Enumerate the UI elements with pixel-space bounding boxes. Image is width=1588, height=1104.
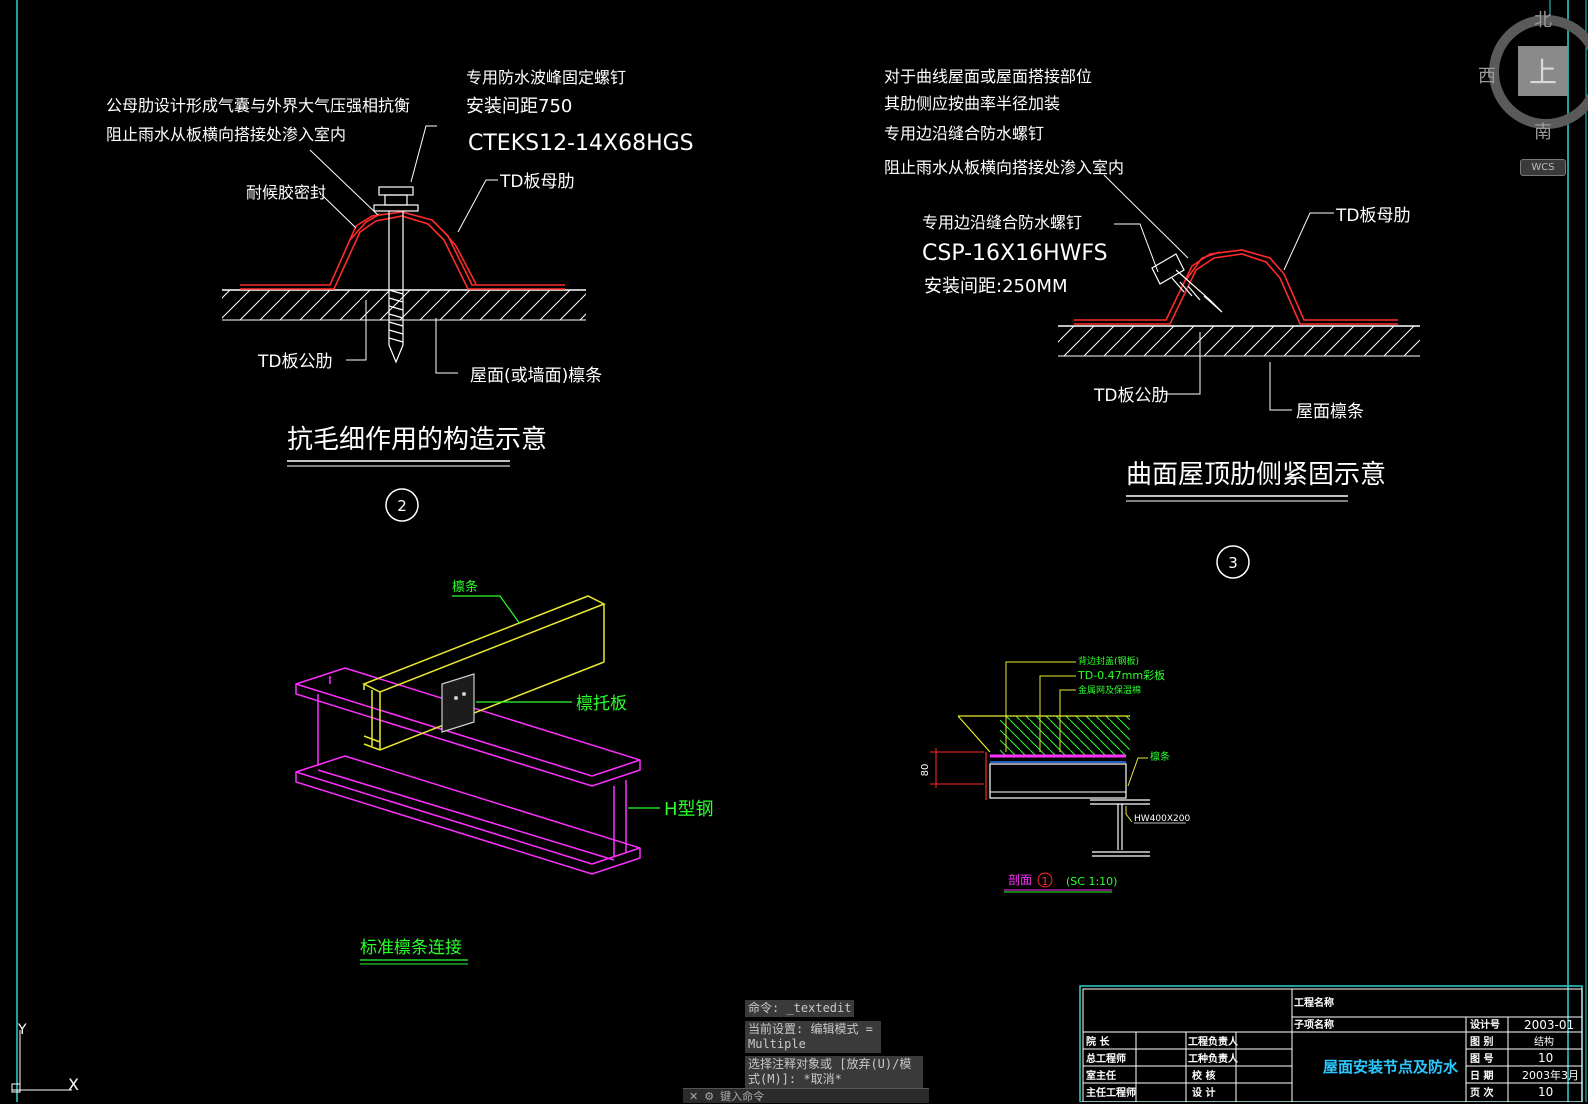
viewcube-top-face[interactable]: 上	[1518, 46, 1568, 96]
tb-sub-name-label: 子项名称	[1294, 1018, 1334, 1031]
screw-label-line2: 安装间距750	[466, 96, 572, 117]
command-history-line-3: 选择注释对象或 [放弃(U)/模式(M)]: *取消*	[745, 1056, 923, 1088]
wrench-icon[interactable]: ⚙	[704, 1089, 715, 1103]
td-panel-profile-3	[1074, 249, 1398, 325]
screw3-code: CSP-16X16HWFS	[922, 241, 1108, 266]
iso-purlin-label: 檩条	[452, 579, 478, 595]
iso-bracket-label: 檩托板	[576, 694, 627, 714]
screw3-name: 专用边沿缝合防水螺钉	[922, 213, 1082, 232]
detail-number-circle-3	[1216, 545, 1250, 579]
tb-project-name-label: 工程名称	[1294, 996, 1334, 1009]
td-female-label-3: TD板母肋	[1335, 206, 1410, 226]
screw-code: CTEKS12-14X68HGS	[468, 131, 694, 156]
screw-label-line1: 专用防水波峰固定螺钉	[466, 68, 626, 87]
tb-field-label-0: 设计号	[1470, 1018, 1500, 1031]
tb-field-label-2: 图 号	[1470, 1053, 1493, 1065]
sealant-label: 耐候胶密封	[246, 183, 326, 202]
ucs-y-label: Y	[17, 1022, 27, 1038]
section-hbeam	[1090, 799, 1150, 857]
insulation-hatch	[1000, 716, 1130, 756]
purlin-bracket	[441, 673, 475, 733]
tb-field-label-3: 日 期	[1470, 1069, 1493, 1082]
detail-2-capillary[interactable]: 公母肋设计形成气囊与外界大气压强相抗衡 阻止雨水从板横向搭接处渗入室内 专用防水…	[106, 68, 694, 522]
tb-role2-3: 设 计	[1192, 1086, 1215, 1099]
detail-number-circle	[385, 488, 419, 522]
section-label-2: TD-0.47mm彩板	[1077, 668, 1165, 682]
screw-csp	[1151, 253, 1223, 313]
note-air-pocket-line1: 公母肋设计形成气囊与外界大气压强相抗衡	[106, 96, 410, 115]
detail-3-curved-roof[interactable]: 对于曲线屋面或屋面搭接部位 其肋侧应按曲率半径加装 专用边沿缝合防水螺钉 阻止雨…	[884, 67, 1420, 579]
section-title-number: 1	[1042, 875, 1049, 888]
c-purlin	[362, 595, 606, 751]
detail-2-leaders	[309, 125, 498, 374]
viewcube-south[interactable]: 南	[1534, 122, 1552, 143]
tb-role-3: 主任工程师	[1086, 1086, 1136, 1099]
tb-field-value-1: 结构	[1534, 1035, 1554, 1048]
note3-line1: 对于曲线屋面或屋面搭接部位	[884, 67, 1092, 86]
iso-title: 标准檩条连接	[360, 938, 462, 958]
iso-hbeam-label: H型钢	[664, 799, 714, 820]
td-panel-profile	[240, 211, 565, 290]
viewcube-ring[interactable]	[1489, 15, 1588, 129]
note3-line3: 专用边沿缝合防水螺钉	[884, 124, 1044, 143]
purlin-hatch-3	[1058, 326, 1420, 356]
close-icon[interactable]: ✕	[689, 1089, 699, 1103]
screw3-spacing: 安装间距:250MM	[924, 276, 1067, 297]
iso-leaders	[452, 595, 660, 809]
detail-3-title: 曲面屋顶肋侧紧固示意	[1126, 460, 1386, 490]
detail-3-number: 3	[1228, 554, 1238, 572]
tb-field-label-4: 页 次	[1470, 1086, 1493, 1099]
section-label-1: 背边封盖(钢板)	[1078, 655, 1139, 667]
tb-role-2: 室主任	[1086, 1069, 1116, 1082]
note-air-pocket-line2: 阻止雨水从板横向搭接处渗入室内	[106, 125, 346, 144]
detail-3-leaders	[1103, 174, 1334, 411]
tb-drawing-title: 屋面安装节点及防水	[1323, 1058, 1459, 1076]
td-male-label-3: TD板公肋	[1093, 386, 1168, 406]
viewcube-west[interactable]: 西	[1478, 66, 1496, 87]
note3-line2: 其肋侧应按曲率半径加装	[884, 94, 1060, 113]
tb-role2-2: 校 核	[1192, 1069, 1215, 1082]
purlin-label-3: 屋面檩条	[1296, 402, 1364, 422]
h-beam	[295, 667, 641, 875]
purlin-hatch	[222, 290, 586, 320]
td-female-label: TD板母肋	[499, 172, 574, 192]
detail-section-1[interactable]: 80 背边封盖(钢板) TD-0.47mm彩板 金属网及保温棉 檩条 HW400…	[920, 655, 1190, 893]
tb-field-value-0: 2003-01	[1524, 1018, 1574, 1032]
purlin-label: 屋面(或墙面)檩条	[470, 366, 602, 386]
section-dimension	[930, 748, 984, 788]
detail-2-number: 2	[397, 497, 407, 515]
tb-role-1: 总工程师	[1086, 1052, 1126, 1065]
td-male-label: TD板公肋	[257, 352, 332, 372]
tb-field-value-2: 10	[1538, 1051, 1553, 1065]
detail-2-title: 抗毛细作用的构造示意	[287, 425, 547, 455]
screw-cteks	[373, 186, 419, 364]
section-dim-value: 80	[920, 764, 931, 777]
section-label-3: 金属网及保温棉	[1078, 684, 1141, 696]
tb-role2-0: 工程负责人	[1188, 1035, 1239, 1048]
wcs-dropdown[interactable]: WCS	[1520, 159, 1566, 176]
ucs-x-label: X	[68, 1075, 79, 1094]
tb-field-value-4: 10	[1538, 1085, 1553, 1099]
detail-isometric-purlin[interactable]: 檩条 檩托板 H型钢 标准檩条连接	[295, 579, 714, 965]
tb-field-value-3: 2003年3月	[1522, 1068, 1579, 1082]
ucs-icon: Y X	[11, 1022, 79, 1094]
tb-field-label-1: 图 别	[1470, 1035, 1493, 1048]
viewcube-north[interactable]: 北	[1534, 10, 1552, 31]
command-history-line-2: 当前设置: 编辑模式 = Multiple	[745, 1021, 881, 1053]
section-scale: (SC 1:10)	[1066, 875, 1117, 888]
title-block[interactable]: 工程名称 子项名称 屋面安装节点及防水 院 长 总工程师 室主任 主任工程师 工…	[1079, 985, 1583, 1102]
command-history-line-1: 命令: _textedit	[745, 1000, 855, 1017]
tb-role2-1: 工种负责人	[1188, 1052, 1239, 1065]
tb-role-0: 院 长	[1086, 1035, 1110, 1048]
command-input-bar[interactable]: ✕ ⚙ 键入命令	[683, 1088, 929, 1103]
section-purlin-label: 檩条	[1150, 750, 1170, 763]
section-beam-label: HW400X200	[1134, 814, 1190, 824]
section-purlin	[989, 763, 1127, 799]
note3-line4: 阻止雨水从板横向搭接处渗入室内	[884, 158, 1124, 177]
section-leaders	[1005, 661, 1148, 823]
section-title-label: 剖面	[1008, 873, 1032, 887]
drawing-frame	[16, 0, 1587, 1102]
command-input[interactable]: 键入命令	[720, 1090, 765, 1103]
